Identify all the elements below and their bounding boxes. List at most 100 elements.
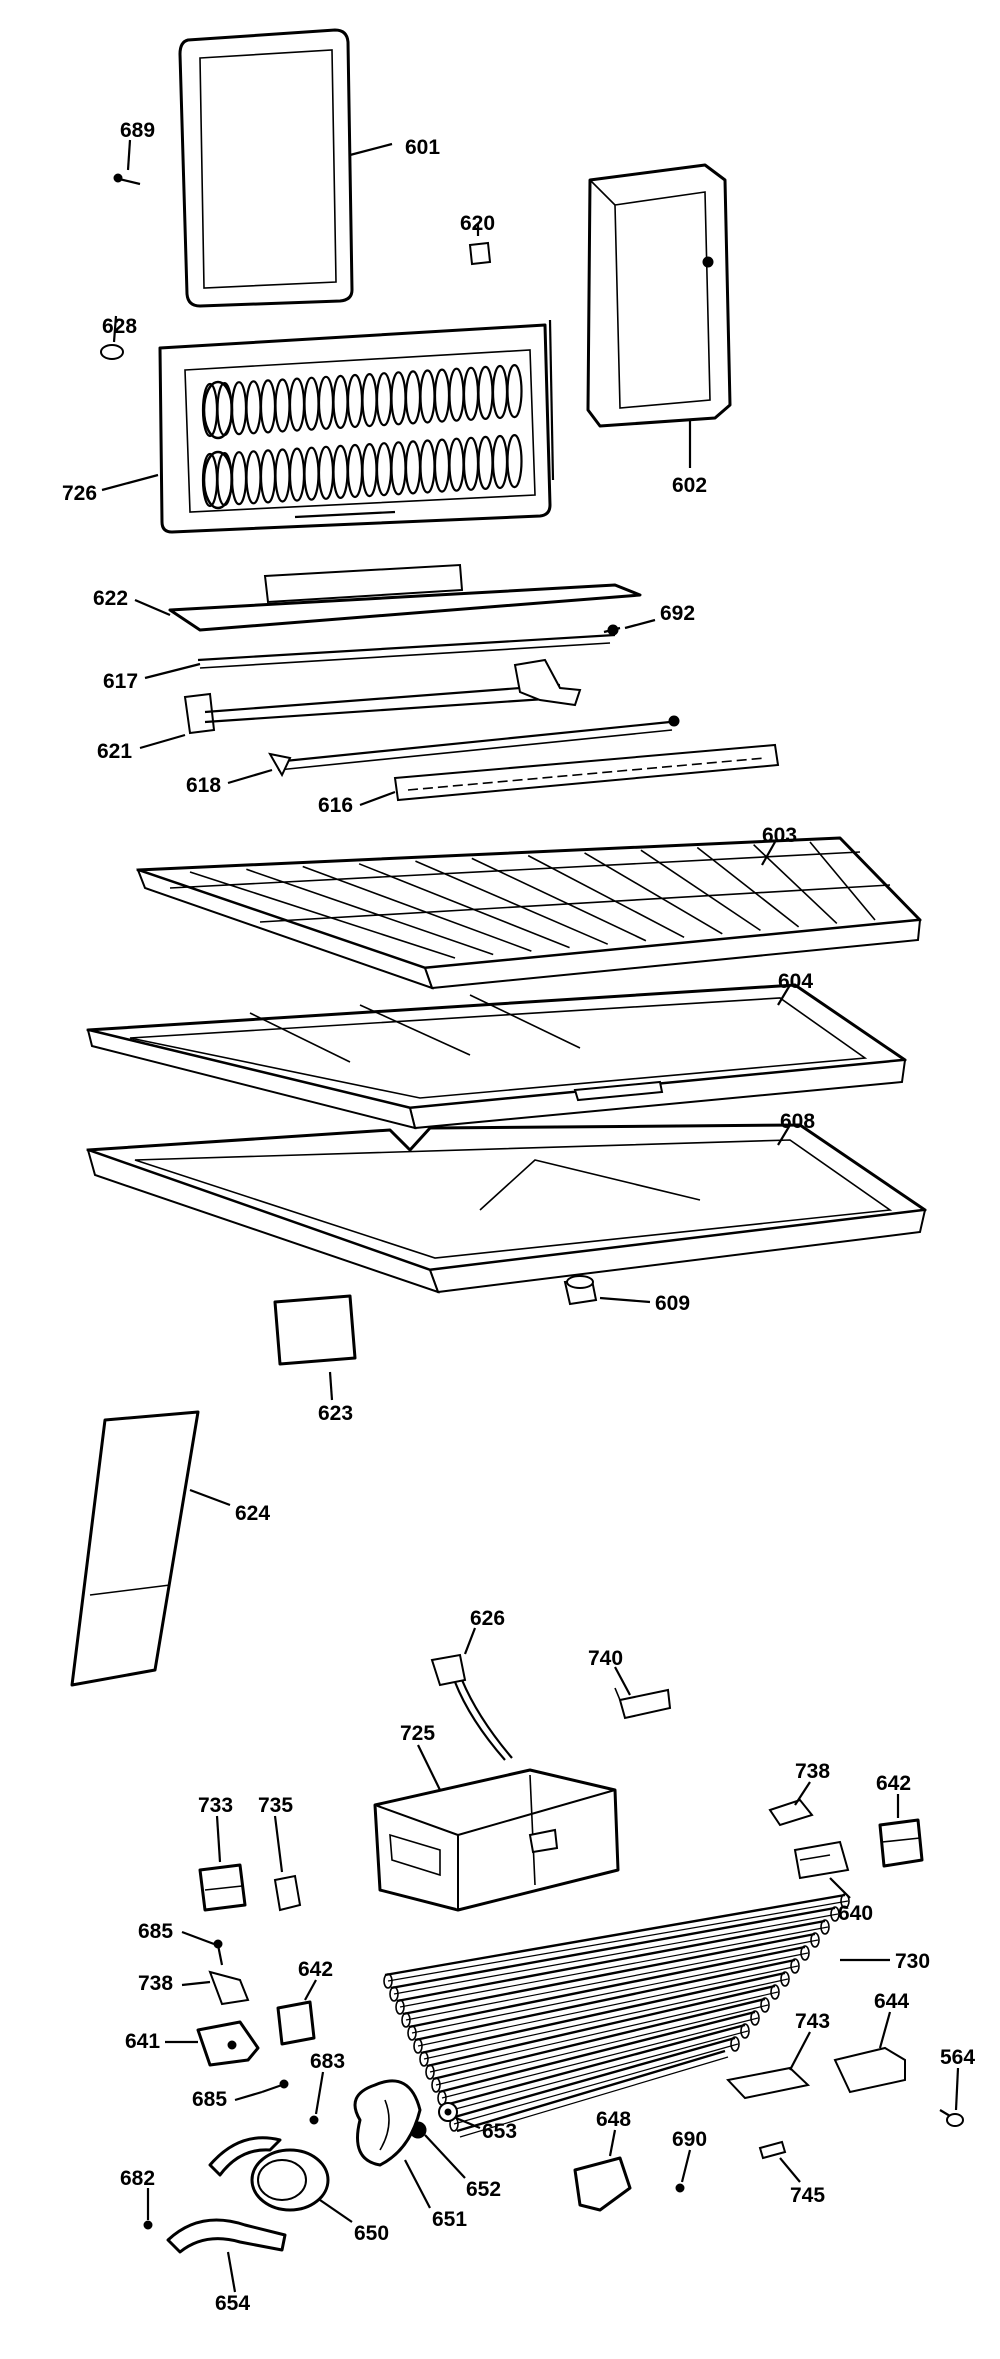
leader-line bbox=[134, 598, 171, 617]
callout-624: 624 bbox=[235, 1502, 270, 1525]
relay-part-642-left bbox=[276, 2000, 316, 2046]
leader-line bbox=[314, 2071, 325, 2115]
callout-labels: 601 689 620 602 628 726 622 692 617 621 … bbox=[62, 119, 975, 2315]
door-panel-part bbox=[178, 28, 354, 308]
callout-642-left: 642 bbox=[298, 1958, 333, 1981]
shelf-tray-part bbox=[86, 983, 907, 1130]
crisper-tray-part bbox=[86, 1123, 927, 1294]
fan-motor-part bbox=[208, 2136, 330, 2212]
rod-part-617 bbox=[197, 633, 616, 669]
callout-626: 626 bbox=[470, 1607, 505, 1630]
callout-641: 641 bbox=[125, 2030, 160, 2053]
leader-line bbox=[126, 139, 132, 171]
screw-part-564 bbox=[939, 2109, 964, 2127]
callout-650: 650 bbox=[354, 2222, 389, 2245]
leader-line bbox=[789, 2031, 811, 2071]
wire-shelf-part bbox=[136, 836, 922, 990]
screw-part-685-lower bbox=[261, 2079, 289, 2094]
fan-blade-part bbox=[353, 2079, 422, 2167]
callout-603: 603 bbox=[762, 824, 797, 847]
callout-733: 733 bbox=[198, 1794, 233, 1817]
callout-609: 609 bbox=[655, 1292, 690, 1315]
callout-743: 743 bbox=[795, 2010, 830, 2033]
screw-part-692 bbox=[603, 624, 621, 636]
callout-738-left: 738 bbox=[138, 1972, 173, 1995]
callout-648: 648 bbox=[596, 2108, 631, 2131]
callout-683: 683 bbox=[310, 2050, 345, 2073]
leader-line bbox=[829, 1877, 851, 1899]
callout-692: 692 bbox=[660, 602, 695, 625]
callout-640: 640 bbox=[838, 1902, 873, 1925]
evaporator-coil-part bbox=[158, 319, 555, 534]
callout-644: 644 bbox=[874, 1990, 909, 2013]
leader-line bbox=[215, 1815, 222, 1863]
leader-line bbox=[608, 2129, 617, 2157]
leader-line bbox=[777, 1124, 791, 1146]
leader-line bbox=[777, 984, 791, 1006]
cap-part-648 bbox=[573, 2156, 632, 2212]
leader-line bbox=[189, 1488, 231, 1507]
callout-608: 608 bbox=[780, 1110, 815, 1133]
callout-730: 730 bbox=[895, 1950, 930, 1973]
callout-564: 564 bbox=[940, 2046, 975, 2069]
clip-part-745 bbox=[758, 2140, 787, 2160]
plug-part-620 bbox=[468, 241, 492, 266]
condenser-coil-part bbox=[383, 1893, 850, 2138]
bracket-part-641 bbox=[196, 2020, 260, 2067]
leader-line bbox=[424, 2134, 466, 2179]
leader-line bbox=[328, 1371, 334, 1401]
leader-line bbox=[761, 841, 776, 866]
leader-line bbox=[139, 733, 186, 750]
callout-726: 726 bbox=[62, 482, 97, 505]
leader-line bbox=[794, 1781, 811, 1806]
leader-line bbox=[349, 142, 393, 157]
screw-part-690 bbox=[675, 2183, 685, 2193]
callout-740: 740 bbox=[588, 1647, 623, 1670]
leader-line bbox=[112, 315, 118, 343]
compressor-housing-part bbox=[373, 1768, 620, 1912]
knob-part-609 bbox=[563, 1275, 598, 1306]
leader-line bbox=[234, 2090, 263, 2102]
callout-652: 652 bbox=[466, 2178, 501, 2201]
drain-trough-part bbox=[168, 563, 642, 632]
motor-bracket-part bbox=[166, 2218, 287, 2254]
leader-line bbox=[181, 1930, 215, 1946]
bracket-part-738-left bbox=[208, 1970, 250, 2006]
leader-line bbox=[273, 1815, 284, 1873]
screw-part-689 bbox=[113, 173, 141, 186]
bracket-part-740 bbox=[614, 1687, 672, 1720]
label-plate-part bbox=[273, 1294, 357, 1366]
leader-line bbox=[599, 1296, 651, 1304]
callout-604: 604 bbox=[778, 970, 813, 993]
leader-line bbox=[779, 2157, 801, 2183]
callout-682: 682 bbox=[120, 2167, 155, 2190]
leader-line bbox=[417, 1744, 441, 1791]
leader-line bbox=[614, 1666, 631, 1696]
callout-651: 651 bbox=[432, 2208, 467, 2231]
callout-618: 618 bbox=[186, 774, 221, 797]
callout-628: 628 bbox=[102, 315, 137, 338]
clip-part-628 bbox=[100, 344, 124, 360]
callout-622: 622 bbox=[93, 587, 128, 610]
leader-line bbox=[954, 2067, 960, 2111]
callout-623: 623 bbox=[318, 1402, 353, 1425]
callout-690: 690 bbox=[672, 2128, 707, 2151]
callout-621: 621 bbox=[97, 740, 132, 763]
callout-617: 617 bbox=[103, 670, 138, 693]
leader-line bbox=[319, 2199, 353, 2223]
callout-642: 642 bbox=[876, 1772, 911, 1795]
relay-part-642 bbox=[878, 1818, 924, 1868]
leader-line bbox=[227, 768, 273, 785]
leader-line bbox=[226, 2251, 237, 2293]
screw-part-683 bbox=[309, 2115, 319, 2125]
callout-745: 745 bbox=[790, 2184, 825, 2207]
screw-part-682 bbox=[143, 2220, 153, 2230]
plate-part-743 bbox=[726, 2066, 811, 2100]
screw-part-685 bbox=[213, 1939, 224, 1966]
leader-line bbox=[455, 2116, 481, 2130]
callout-689: 689 bbox=[120, 119, 155, 142]
callout-653: 653 bbox=[482, 2120, 517, 2143]
callout-620: 620 bbox=[460, 212, 495, 235]
clip-part-735 bbox=[273, 1874, 302, 1912]
